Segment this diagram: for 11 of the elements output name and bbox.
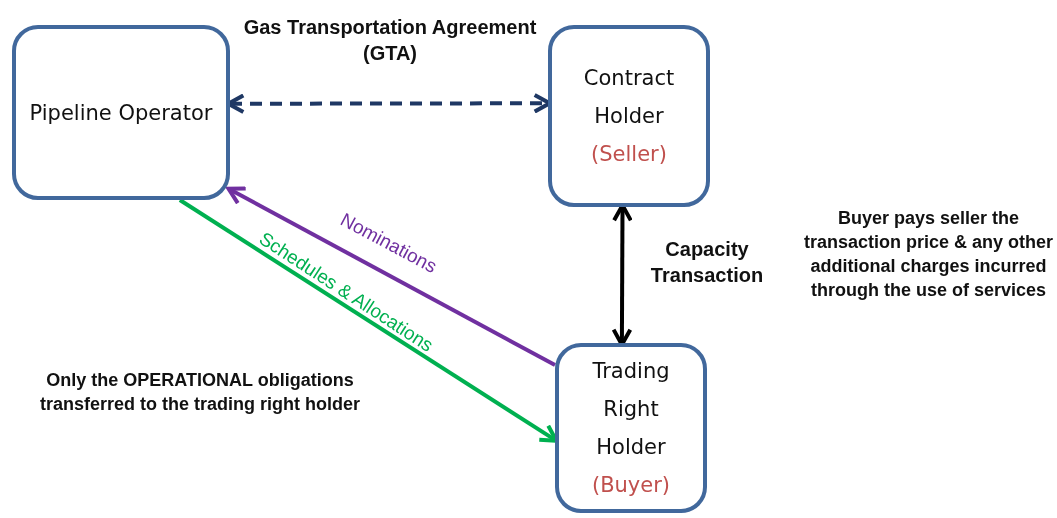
note-text: Only the OPERATIONAL obligations transferred to the trading right holder	[39, 369, 361, 416]
process-box	[12, 25, 230, 200]
node-title: Pipeline Operator	[29, 99, 213, 127]
node-title: Trading Right Holder	[591, 358, 671, 461]
process-box	[555, 343, 707, 513]
note-text: Buyer pays seller the transaction price & any other additional charges incurred through the use of services	[802, 207, 1055, 302]
role-label: (Seller)	[591, 141, 667, 168]
process-box	[548, 25, 710, 207]
arrow	[226, 186, 556, 367]
role-label: (Buyer)	[591, 472, 671, 499]
node-title: Contract Holder	[582, 65, 676, 130]
